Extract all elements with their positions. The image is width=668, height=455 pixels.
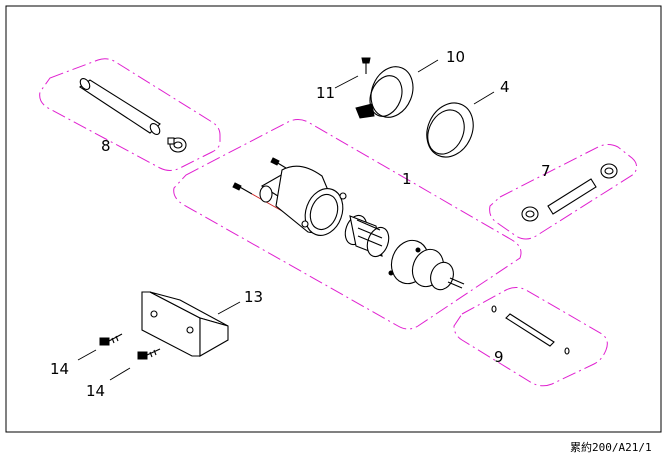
shaft-part-9 — [491, 305, 570, 355]
callout-7: 7 — [541, 162, 551, 180]
callout-4: 4 — [500, 78, 510, 96]
screw-part-14a — [99, 333, 123, 346]
callout-1: 1 — [402, 170, 412, 188]
callout-14b: 14 — [86, 382, 105, 400]
diagram-frame — [5, 5, 662, 433]
hose-clamp-8 — [167, 137, 187, 153]
motor-housing-part-1 — [259, 165, 347, 236]
callout-14a: 14 — [50, 360, 69, 378]
screw-part-11 — [361, 57, 371, 74]
drawing-code: 累約200/A21/1 — [570, 440, 652, 454]
callout-10: 10 — [446, 48, 465, 66]
screw-part-14b — [137, 348, 161, 360]
hose-part-8 — [79, 78, 161, 135]
leader-lines — [77, 59, 495, 381]
hose-clamp-7a — [521, 206, 539, 222]
hose-part-7 — [547, 178, 597, 215]
callout-8: 8 — [101, 137, 111, 155]
group-outline-7 — [489, 144, 638, 240]
hose-clamp-7b — [600, 163, 618, 179]
callout-9: 9 — [494, 348, 504, 366]
callout-11: 11 — [316, 84, 335, 102]
strap-clamp-part-10 — [355, 66, 414, 119]
callout-13: 13 — [244, 288, 263, 306]
group-outline-8 — [39, 58, 221, 171]
rotor-part-1 — [344, 214, 390, 258]
ring-part-4 — [426, 102, 474, 158]
group-outline-1 — [173, 119, 522, 330]
end-cap-part-1 — [388, 239, 465, 291]
group-outline-9 — [453, 287, 608, 387]
bracket-part-13 — [141, 291, 229, 357]
